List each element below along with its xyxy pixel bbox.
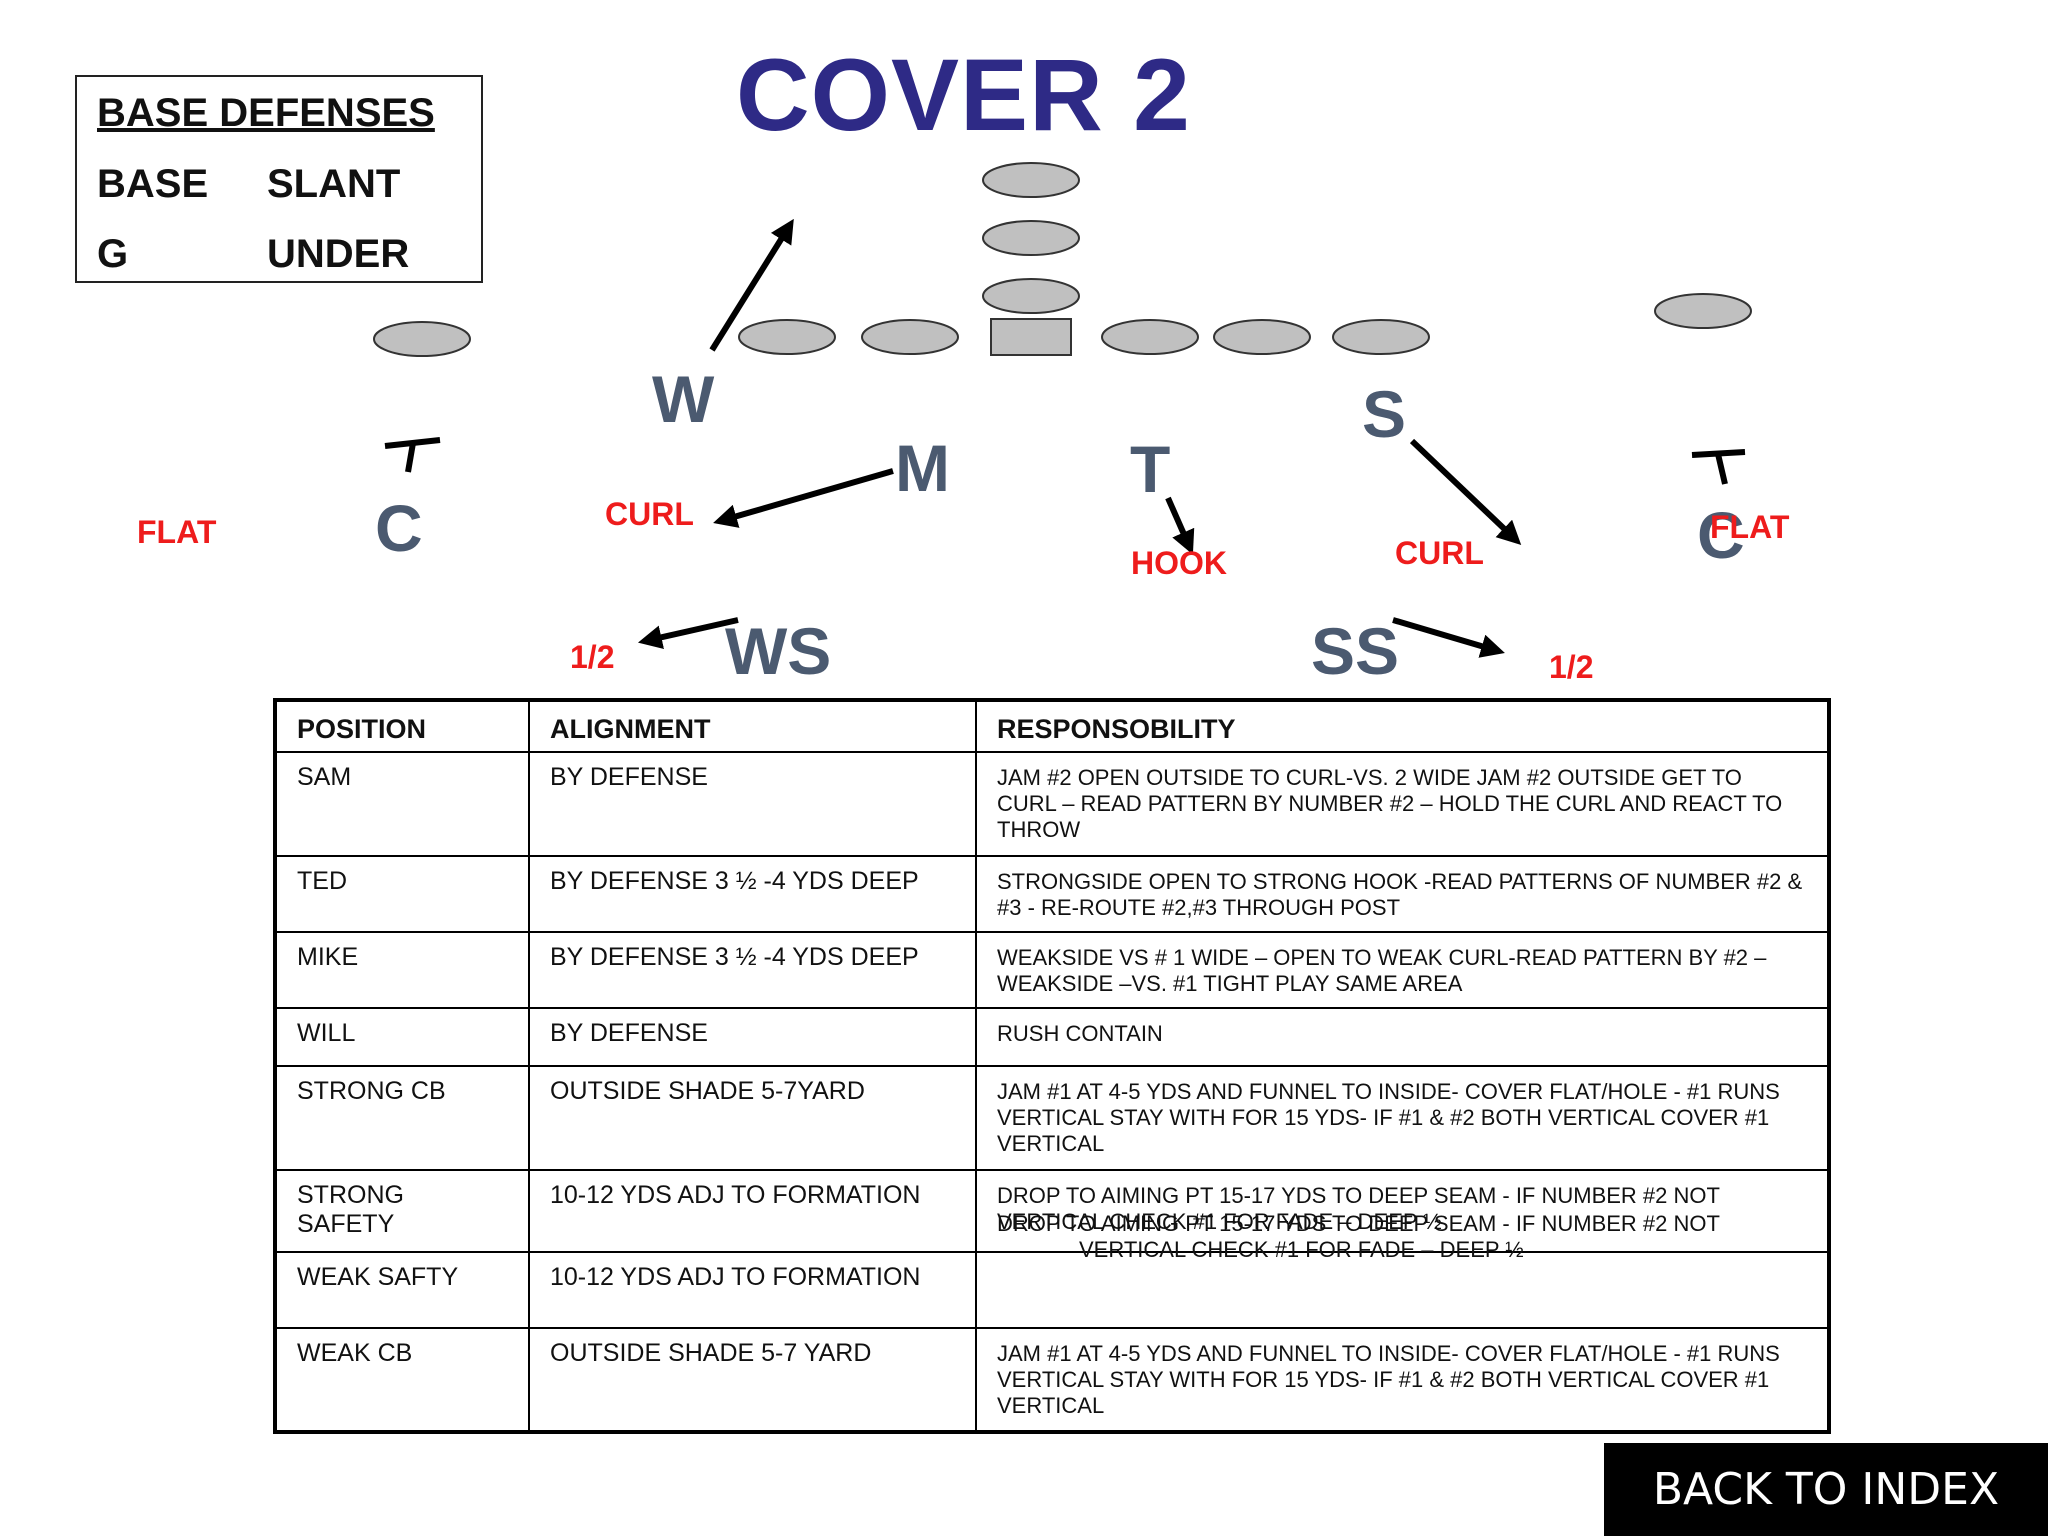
page-title: COVER 2 <box>736 38 1191 152</box>
cell-position: SAM <box>274 751 530 857</box>
cell-alignment: BY DEFENSE 3 ½ -4 YDS DEEP <box>528 931 977 1009</box>
cell-alignment: OUTSIDE SHADE 5-7YARD <box>528 1065 977 1171</box>
offense-qb <box>982 162 1080 198</box>
responsibility-overflow-text: DROP TO AIMING PT 15-17 YDS TO DEEP SEAM… <box>997 1211 1720 1264</box>
cell-responsibility: JAM #2 OPEN OUTSIDE TO CURL-VS. 2 WIDE J… <box>975 751 1830 857</box>
cell-alignment: BY DEFENSE <box>528 751 977 857</box>
offense-tackle-right <box>1213 319 1311 355</box>
table-row: STRONG CB OUTSIDE SHADE 5-7YARD JAM #1 A… <box>274 1065 1830 1171</box>
cell-alignment: 10-12 YDS ADJ TO FORMATION <box>528 1169 977 1253</box>
cell-position: TED <box>274 855 530 933</box>
zone-curl-left: CURL <box>605 496 694 532</box>
cell-alignment: BY DEFENSE 3 ½ -4 YDS DEEP <box>528 855 977 933</box>
player-will: W <box>652 362 715 436</box>
jam-marker-left <box>384 437 441 473</box>
arrow-ss-half <box>1392 617 1505 658</box>
arrow-ted-hook <box>1165 496 1195 555</box>
cell-alignment: BY DEFENSE <box>528 1007 977 1067</box>
cell-position: STRONG SAFETY <box>274 1169 530 1253</box>
table-row: WEAK SAFTY 10-12 YDS ADJ TO FORMATION <box>274 1251 1830 1329</box>
offense-fullback <box>982 220 1080 256</box>
table-row: MIKE BY DEFENSE 3 ½ -4 YDS DEEP WEAKSIDE… <box>274 931 1830 1009</box>
player-strong-safety: SS <box>1311 614 1400 688</box>
defense-g: G <box>97 232 129 276</box>
responsibility-table: POSITION ALIGNMENT RESPONSOBILITY SAM BY… <box>273 698 1831 1434</box>
defense-base: BASE <box>97 162 209 206</box>
player-weak-safety: WS <box>725 614 832 688</box>
table-row: WILL BY DEFENSE RUSH CONTAIN <box>274 1007 1830 1067</box>
player-corner-right: C <box>1697 498 1745 572</box>
offense-guard-right <box>1101 319 1199 355</box>
back-to-index-button[interactable]: BACK TO INDEX <box>1604 1443 2048 1536</box>
offense-receiver-left <box>373 321 471 357</box>
cell-responsibility: STRONGSIDE OPEN TO STRONG HOOK -READ PAT… <box>975 855 1830 933</box>
player-ted: T <box>1130 432 1171 506</box>
table-header-row: POSITION ALIGNMENT RESPONSOBILITY <box>274 699 1830 753</box>
responsibility-text: DROP TO AIMING PT 15-17 YDS TO DEEP SEAM… <box>997 1183 1720 1234</box>
jam-markers <box>384 437 1746 485</box>
arrow-mike-curl <box>713 468 894 528</box>
defense-slant: SLANT <box>267 162 401 206</box>
zone-hook: HOOK <box>1131 545 1227 581</box>
zone-half-left: 1/2 <box>570 639 615 675</box>
cell-position: WEAK SAFTY <box>274 1251 530 1329</box>
table-row: STRONG SAFETY 10-12 YDS ADJ TO FORMATION… <box>274 1169 1830 1262</box>
zone-half-right: 1/2 <box>1549 649 1594 685</box>
header-responsibility: RESPONSOBILITY <box>975 699 1830 753</box>
offense-guard-left <box>861 319 959 355</box>
player-sam: S <box>1362 377 1407 451</box>
table-row: SAM BY DEFENSE JAM #2 OPEN OUTSIDE TO CU… <box>274 751 1830 857</box>
base-defenses-heading: BASE DEFENSES <box>97 91 435 135</box>
player-mike: M <box>895 431 950 505</box>
zone-curl-right: CURL <box>1395 535 1484 571</box>
offense-receiver-right <box>1654 293 1752 329</box>
cell-responsibility: JAM #1 AT 4-5 YDS AND FUNNEL TO INSIDE- … <box>975 1065 1830 1171</box>
offense-tailback <box>982 278 1080 314</box>
cell-position: WEAK CB <box>274 1327 530 1433</box>
offense-tight-end <box>1332 319 1430 355</box>
overflow-line-2: VERTICAL CHECK #1 FOR FADE – DEEP ½ <box>1079 1237 1524 1263</box>
header-position: POSITION <box>274 699 530 753</box>
cell-position: MIKE <box>274 931 530 1009</box>
cell-responsibility <box>975 1251 1830 1329</box>
table-row: TED BY DEFENSE 3 ½ -4 YDS DEEP STRONGSID… <box>274 855 1830 933</box>
base-defenses-box: BASE DEFENSES BASE SLANT G UNDER <box>75 75 483 283</box>
jam-marker-right <box>1691 449 1746 485</box>
table-row: WEAK CB OUTSIDE SHADE 5-7 YARD JAM #1 AT… <box>274 1327 1830 1433</box>
cell-position: WILL <box>274 1007 530 1067</box>
cell-alignment: OUTSIDE SHADE 5-7 YARD <box>528 1327 977 1433</box>
offense-formation <box>373 162 1752 357</box>
formation-diagram <box>373 162 1752 658</box>
cell-responsibility: RUSH CONTAIN <box>975 1007 1830 1067</box>
player-corner-left: C <box>375 491 423 565</box>
overflow-line-1: DROP TO AIMING PT 15-17 YDS TO DEEP SEAM… <box>997 1211 1720 1236</box>
header-alignment: ALIGNMENT <box>528 699 977 753</box>
arrow-sam-curl <box>1409 438 1522 545</box>
route-arrows <box>637 218 1522 658</box>
cell-responsibility: JAM #1 AT 4-5 YDS AND FUNNEL TO INSIDE- … <box>975 1327 1830 1433</box>
cell-responsibility: DROP TO AIMING PT 15-17 YDS TO DEEP SEAM… <box>975 1169 1830 1262</box>
zone-flat-right: FLAT <box>1710 509 1790 545</box>
offense-center <box>990 318 1072 356</box>
defense-under: UNDER <box>267 232 410 276</box>
offense-tackle-left <box>738 319 836 355</box>
arrow-ws-half <box>637 617 739 650</box>
arrow-will-rush <box>709 218 794 352</box>
cell-position: STRONG CB <box>274 1065 530 1171</box>
zone-flat-left: FLAT <box>137 514 217 550</box>
cell-alignment: 10-12 YDS ADJ TO FORMATION <box>528 1251 977 1329</box>
cell-responsibility: WEAKSIDE VS # 1 WIDE – OPEN TO WEAK CURL… <box>975 931 1830 1009</box>
